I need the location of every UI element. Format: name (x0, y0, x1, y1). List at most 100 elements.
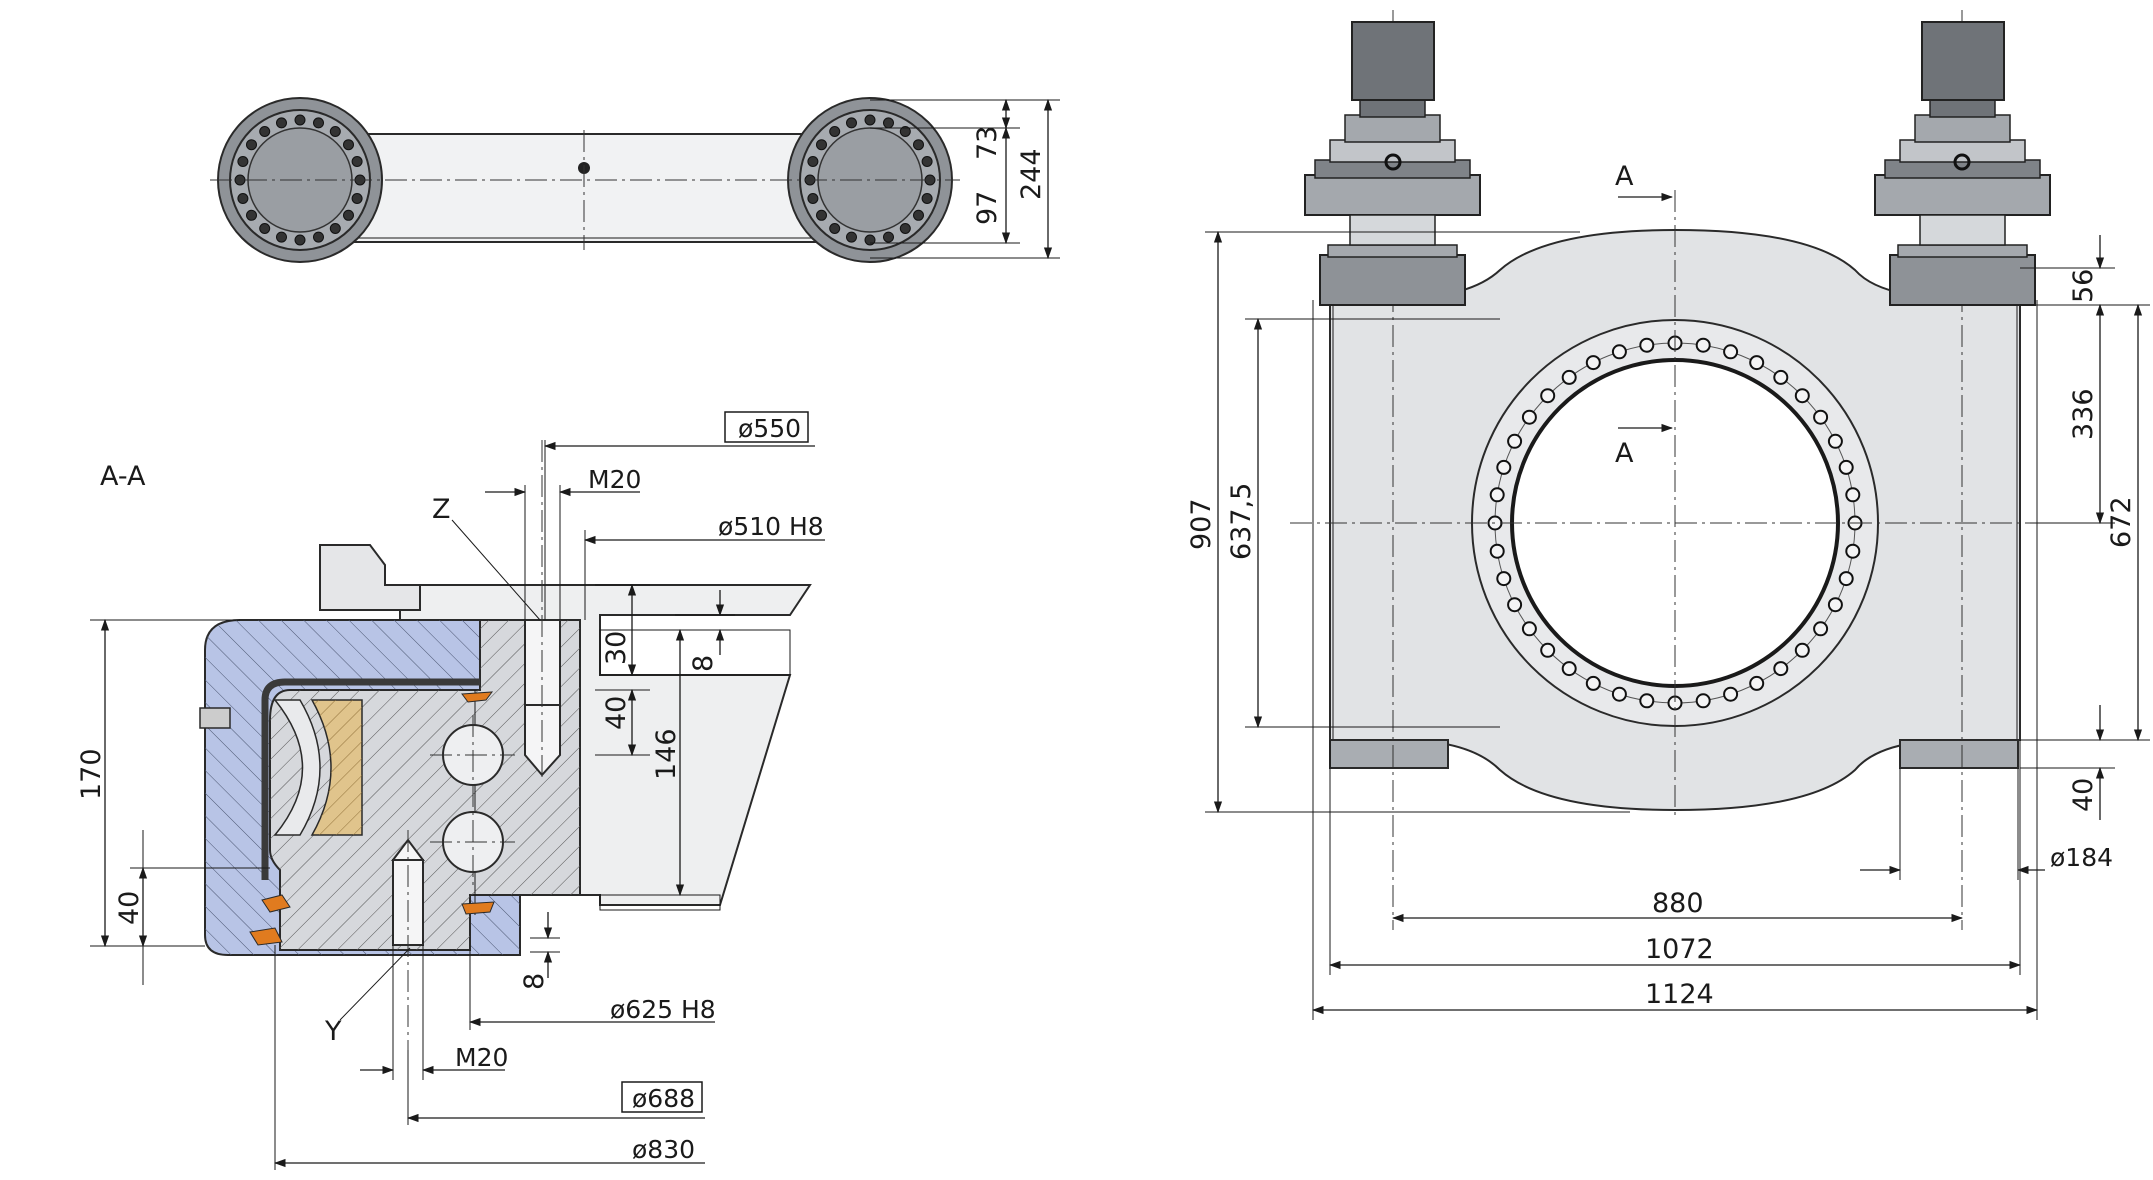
dim-880: 880 (1652, 888, 1704, 919)
right-motor (1874, 21, 2051, 306)
top-view: 73 97 244 (210, 97, 1060, 263)
top-view-bolt-circles (234, 114, 936, 246)
section-marker-top: A (1615, 161, 1634, 192)
left-motor (1304, 21, 1481, 306)
hub-bolt (816, 209, 827, 221)
seal-bottom-left (261, 894, 291, 913)
hub-bolt (807, 193, 819, 204)
hub-bolt (294, 234, 306, 246)
hub-bolt (913, 209, 924, 221)
section-label: A-A (100, 461, 146, 492)
ring-bolt (1838, 459, 1854, 475)
hub-bolt (329, 223, 341, 234)
lube-fitting (199, 707, 231, 729)
dim-907: 907 (1186, 498, 1217, 550)
ring-bolt (1489, 487, 1505, 503)
hub-bolt (351, 156, 363, 167)
dim-1072: 1072 (1645, 934, 1714, 965)
hub-bolt (329, 126, 341, 137)
hub-bolt (864, 114, 876, 126)
dim-73: 73 (972, 126, 1003, 160)
ring-bolt (1521, 409, 1537, 425)
detail-label-y: Y (324, 1016, 342, 1047)
ring-bolt (1794, 642, 1810, 658)
dim-672: 672 (2106, 496, 2137, 548)
ring-bolt (1585, 355, 1601, 371)
dim-184: ø184 (2050, 843, 2113, 872)
hub-bolt (351, 193, 363, 204)
ring-bolt (1845, 543, 1861, 559)
ring-bolt (1794, 388, 1810, 404)
detail-label-z: Z (432, 494, 451, 525)
hub-bolt (237, 156, 249, 167)
ring-bolt (1561, 369, 1577, 385)
hub-bolt (921, 156, 933, 167)
dim-56: 56 (2068, 269, 2099, 303)
dim-170: 170 (76, 748, 107, 800)
ring-bolt (1540, 642, 1556, 658)
ring-bolt (1749, 355, 1765, 371)
dim-m20-bottom: M20 (455, 1043, 508, 1072)
dim-box-688 (621, 1081, 703, 1113)
hub-bolt (343, 209, 354, 221)
hub-bolt (921, 193, 933, 204)
hub-bolt (816, 139, 827, 151)
ring-bolt (1695, 337, 1711, 353)
dim-510: ø510 H8 (718, 512, 824, 541)
ring-bolt (1773, 661, 1789, 677)
dim-8-bottom: 8 (519, 973, 550, 990)
dim-244: 244 (1016, 148, 1047, 200)
ring-bolt (1489, 543, 1505, 559)
dim-box-550 (724, 411, 809, 443)
ring-bolt (1521, 621, 1537, 637)
dim-30: 30 (601, 631, 632, 665)
dim-688: ø688 (632, 1084, 695, 1113)
ring-bolt (1561, 661, 1577, 677)
hub-bolt (899, 223, 911, 234)
ring-bolt (1507, 433, 1523, 449)
ring-bolt (1496, 571, 1512, 587)
seal-bottom-left-2 (249, 927, 283, 946)
outer-ring-top-flange (319, 544, 421, 611)
seal-top (461, 691, 494, 703)
ring-bolt (1611, 344, 1627, 360)
hub-bolt (276, 117, 287, 129)
hub-bolt (899, 126, 911, 137)
ring-bolt (1827, 597, 1843, 613)
ring-bolt (1695, 693, 1711, 709)
hub-bolt (294, 114, 306, 126)
hub-bolt (313, 231, 324, 243)
ring-bolt (1611, 686, 1627, 702)
dim-8-top: 8 (688, 655, 719, 672)
ring-bolt (1507, 597, 1523, 613)
hub-bolt (313, 117, 324, 129)
dim-40-mid: 40 (601, 696, 632, 730)
main-bolt-pattern (1487, 335, 1863, 711)
dim-637-5: 637,5 (1226, 483, 1257, 560)
hub-bolt (846, 117, 857, 129)
right-foot (1899, 739, 2019, 769)
hub-bolt (883, 231, 894, 243)
hub-bolt (259, 126, 271, 137)
ring-bolt (1639, 693, 1655, 709)
dim-40-left: 40 (114, 891, 145, 925)
ring-bolt (1639, 337, 1655, 353)
ring-bolt (1827, 433, 1843, 449)
hub-bolt (276, 231, 287, 243)
ring-bolt (1723, 686, 1739, 702)
dim-146: 146 (651, 728, 682, 780)
section-marker-bottom: A (1615, 438, 1634, 469)
hub-bolt (829, 126, 841, 137)
ring-bolt (1845, 487, 1861, 503)
ring-bolt (1813, 621, 1829, 637)
hub-bolt (237, 193, 249, 204)
hub-bolt (883, 117, 894, 129)
ring-bolt (1585, 675, 1601, 691)
ring-bolt (1496, 459, 1512, 475)
left-foot (1329, 739, 1449, 769)
ring-bolt (1813, 409, 1829, 425)
dim-97: 97 (972, 191, 1003, 225)
dim-1124: 1124 (1645, 979, 1714, 1010)
dim-m20-top: M20 (588, 465, 641, 494)
